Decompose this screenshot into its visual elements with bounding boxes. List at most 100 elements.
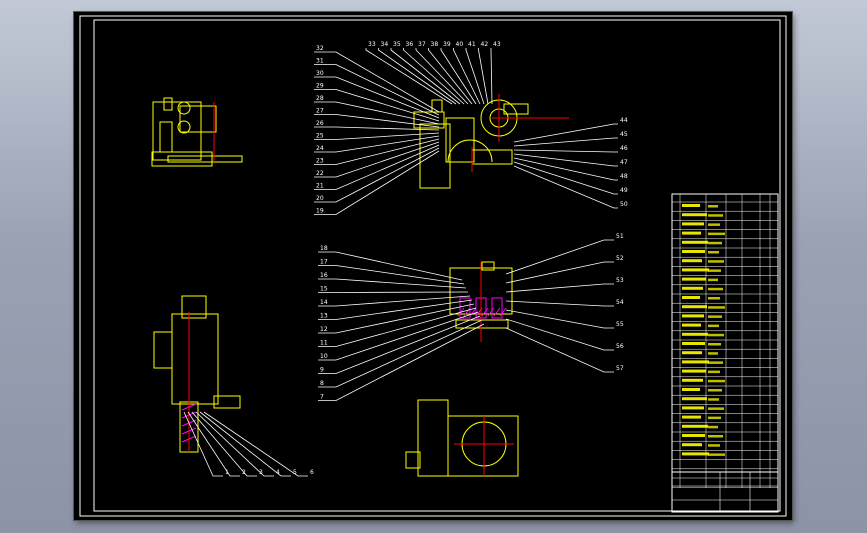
balloon-label: 30	[316, 70, 324, 77]
leader-line	[513, 157, 618, 181]
table-entry	[682, 296, 700, 299]
balloon-label: 34	[381, 41, 389, 48]
leader-line	[490, 48, 493, 105]
balloon-label: 20	[316, 195, 324, 202]
leader-line	[314, 64, 440, 116]
balloon-label: 55	[616, 321, 624, 328]
hatch-line	[487, 307, 495, 317]
hatch-line	[499, 307, 507, 317]
table-entry	[682, 323, 701, 327]
balloon-label: 51	[616, 233, 624, 240]
leader-line	[415, 48, 469, 105]
table-entry	[708, 416, 721, 420]
part-outline	[419, 123, 451, 189]
table-entry	[682, 369, 706, 373]
balloon-label: 25	[316, 133, 324, 140]
part-outline	[152, 101, 202, 161]
table-entry	[682, 388, 700, 391]
leader-line	[314, 138, 440, 165]
part-outline	[413, 111, 445, 129]
balloon-label: 3	[259, 469, 263, 476]
leader-line	[318, 323, 485, 401]
part-outline	[431, 99, 443, 113]
balloon-label: 48	[620, 173, 628, 180]
leader-line	[505, 261, 614, 284]
table-entry	[682, 443, 702, 447]
balloon-label: 28	[316, 95, 324, 102]
part-outline	[447, 415, 519, 477]
leader-line	[513, 123, 618, 143]
balloon-label: 43	[493, 41, 501, 48]
hatch-line	[463, 307, 471, 317]
table-entry	[708, 297, 720, 300]
table-entry	[708, 370, 720, 374]
leader-line	[318, 299, 473, 320]
table-entry	[682, 314, 704, 318]
balloon-label: 32	[316, 45, 324, 52]
leader-line	[314, 132, 440, 140]
table-entry	[708, 435, 723, 438]
table-entry	[708, 287, 723, 291]
balloon-label: 33	[368, 41, 376, 48]
leader-line	[195, 411, 274, 477]
leader-line	[314, 126, 440, 131]
balloon-label: 17	[320, 259, 328, 266]
balloon-label: 31	[316, 58, 324, 65]
leader-line	[314, 76, 440, 119]
table-entry	[682, 378, 703, 382]
leader-line	[318, 291, 469, 293]
leader-line	[478, 48, 489, 105]
balloon-label: 45	[620, 131, 628, 138]
table-entry	[708, 333, 724, 337]
balloon-label: 35	[393, 41, 401, 48]
leader-line	[314, 135, 440, 153]
balloon-label: 19	[316, 208, 324, 215]
balloon-label: 40	[456, 41, 464, 48]
leader-line	[314, 101, 440, 125]
balloon-label: 44	[620, 117, 628, 124]
leader-line	[513, 137, 618, 147]
leader-line	[318, 303, 475, 334]
leader-line	[505, 283, 614, 293]
part-outline	[417, 399, 449, 477]
balloon-label: 2	[242, 469, 246, 476]
leader-line	[513, 153, 618, 167]
balloon-label: 12	[320, 326, 328, 333]
leader-line	[378, 48, 457, 105]
leader-line	[203, 411, 308, 477]
table-entry	[682, 213, 707, 217]
leader-line	[199, 411, 291, 477]
table-entry	[682, 259, 702, 263]
table-entry	[682, 268, 709, 272]
balloon-label: 36	[406, 41, 414, 48]
balloon-label: 38	[431, 41, 439, 48]
leader-line	[314, 150, 440, 215]
table-entry	[682, 231, 701, 235]
part-outline	[181, 295, 207, 319]
table-entry	[708, 223, 720, 226]
balloon-label: 22	[316, 170, 324, 177]
table-entry	[708, 315, 722, 318]
table-entry	[682, 434, 705, 437]
table-entry	[708, 407, 724, 410]
balloon-label: 46	[620, 145, 628, 152]
balloon-label: 7	[320, 394, 324, 401]
table-entry	[682, 277, 706, 281]
leader-line	[453, 48, 481, 105]
table-entry	[708, 214, 723, 217]
balloon-label: 23	[316, 158, 324, 165]
leader-line	[318, 265, 465, 285]
table-entry	[708, 306, 725, 309]
drawing-frame	[79, 15, 787, 517]
table-entry	[708, 278, 718, 282]
table-entry	[682, 424, 708, 428]
leader-line	[505, 239, 614, 275]
balloon-label: 53	[616, 277, 624, 284]
balloon-label: 24	[316, 145, 324, 152]
balloon-label: 50	[620, 201, 628, 208]
leader-line	[513, 161, 618, 195]
leader-line	[318, 295, 471, 307]
leader-line	[318, 315, 481, 374]
table-entry	[682, 415, 701, 419]
